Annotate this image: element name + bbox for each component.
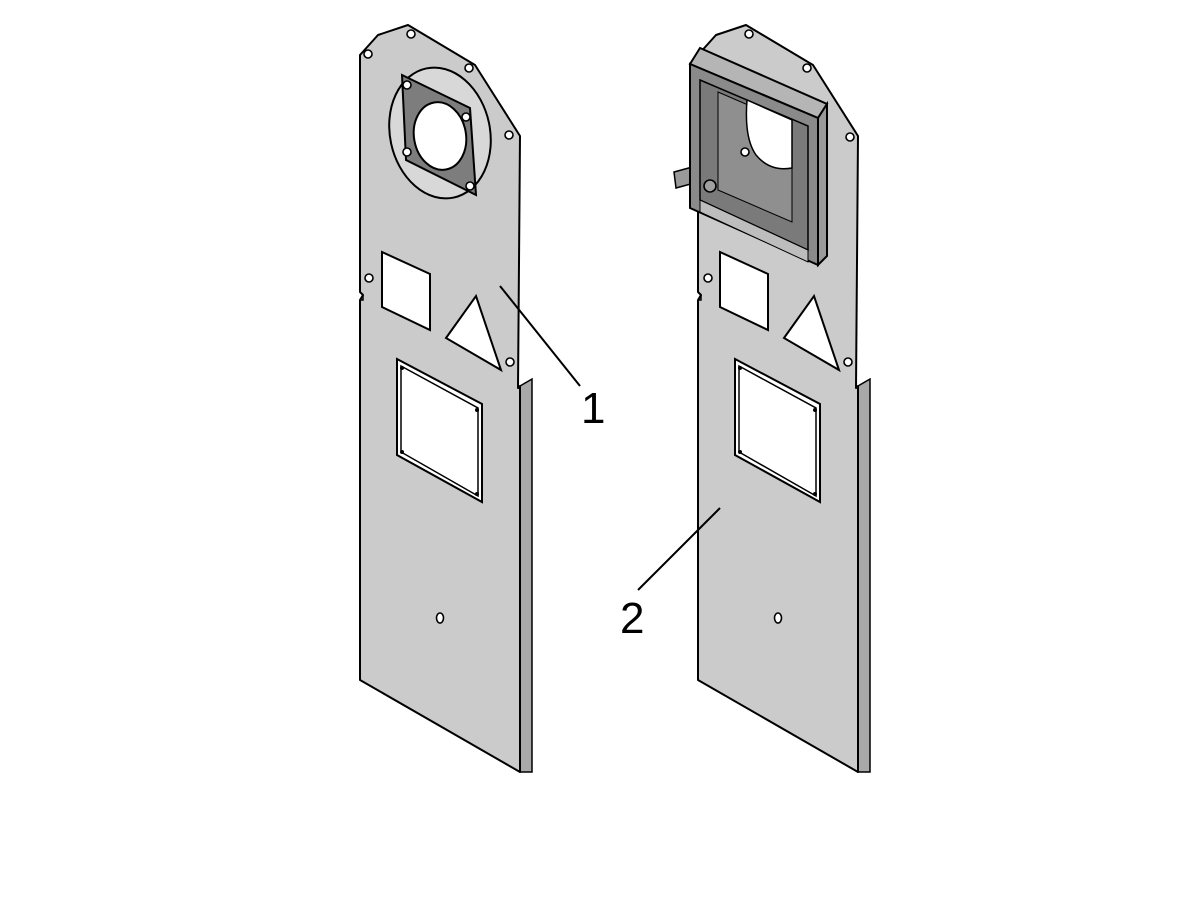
panel-1-cover-screw-1	[400, 366, 404, 370]
panel-2-hook-hole	[773, 612, 783, 624]
panel-2-bolt-right-1	[845, 132, 855, 142]
panel-2: 2	[620, 24, 871, 773]
panel-1-flange	[388, 66, 492, 200]
callout-1-leader	[499, 285, 581, 387]
panel-2-cover-screw-4	[813, 492, 817, 496]
panel-1-flange-hole	[412, 101, 468, 171]
panel-2-housing-right	[817, 100, 828, 268]
panel-2-triangle-label	[782, 293, 841, 373]
panel-1-side-edge	[519, 377, 533, 773]
panel-2-cover-screw-2	[813, 408, 817, 412]
panel-1-flange-bolt-2	[461, 112, 471, 122]
panel-1-cover-screw-4	[475, 492, 479, 496]
panel-1-access-cover-inner	[400, 364, 479, 498]
panel-1-bolt-right-2	[505, 357, 515, 367]
panel-2-side-edge	[857, 377, 871, 773]
panel-1-flange-bolt-3	[402, 147, 412, 157]
panel-1-bolt-left-top	[363, 49, 373, 59]
panel-1-seam	[360, 295, 364, 301]
panel-1-bolt-top	[406, 29, 416, 39]
panel-2-box-housing	[673, 46, 829, 268]
panel-2-housing-floor	[699, 199, 809, 263]
panel-2-cover-screw-3	[738, 450, 742, 454]
panel-2-bolt-left-mid	[703, 273, 713, 283]
panel-1-flange-bolt-4	[465, 181, 475, 191]
panel-2-bolt-right-2	[843, 357, 853, 367]
panel-2-cover-screw-1	[738, 366, 742, 370]
panel-2-housing-hole	[745, 98, 793, 170]
callout-2-label: 2	[620, 594, 644, 643]
panel-1: 1	[359, 24, 605, 773]
panel-1-flange-bolt-1	[402, 80, 412, 90]
panel-1-bolt-left-mid	[364, 273, 374, 283]
panel-1-square-label	[381, 250, 431, 332]
panel-1-bolt-upper-right	[464, 63, 474, 73]
panel-2-housing-screw	[740, 147, 750, 157]
panel-1-bolt-right-1	[504, 130, 514, 140]
panel-1-cover-screw-2	[475, 408, 479, 412]
panel-1-cover-screw-3	[400, 450, 404, 454]
panel-2-bolt-top	[744, 29, 754, 39]
panel-1-access-cover	[396, 357, 483, 504]
panel-2-bolt-upper-right	[802, 63, 812, 73]
callout-1-label: 1	[581, 384, 605, 433]
panel-2-seam	[698, 295, 702, 301]
panel-2-access-cover	[734, 357, 821, 504]
panel-1-hook-hole	[435, 612, 445, 624]
panel-1-triangle-label	[444, 293, 503, 373]
panel-2-access-cover-inner	[738, 364, 817, 498]
callout-2-leader	[637, 507, 721, 591]
panel-2-square-label	[719, 250, 769, 332]
panel-2-housing-bolt-front	[703, 179, 717, 193]
